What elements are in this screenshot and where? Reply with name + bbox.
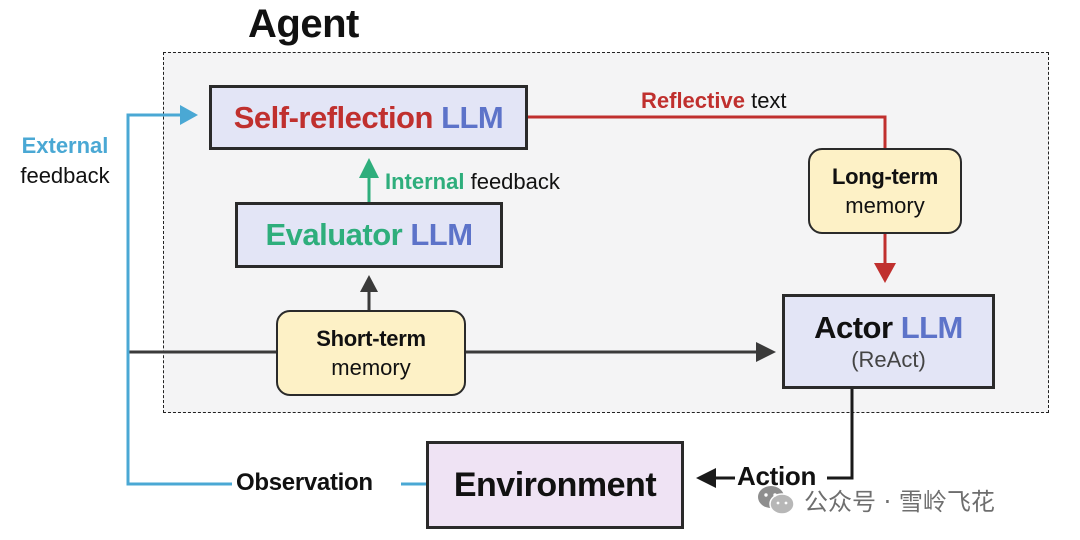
- memory-to-actor-arrowhead: [756, 342, 776, 362]
- evaluator-llm-label: LLM: [410, 217, 473, 252]
- external-rest: feedback: [20, 163, 110, 188]
- external-feedback-line: [126, 113, 232, 486]
- long-term-memory-title: Long-term: [831, 164, 939, 189]
- internal-feedback-label: Internal feedback: [385, 169, 560, 195]
- self-reflection-llm-box: Self-reflection LLM: [209, 85, 528, 150]
- actor-label: Actor: [814, 309, 893, 345]
- short-term-memory-sub: memory: [331, 355, 411, 380]
- external-highlight: External: [21, 133, 109, 158]
- environment-box: Environment: [426, 441, 684, 529]
- external-feedback-label: External feedback: [10, 131, 120, 191]
- evaluator-label: Evaluator: [265, 217, 403, 252]
- short-term-memory-title: Short-term: [316, 326, 426, 351]
- action-line: [827, 389, 854, 480]
- agent-title: Agent: [248, 2, 359, 46]
- internal-rest: feedback: [470, 169, 560, 194]
- environment-label: Environment: [453, 465, 657, 504]
- internal-feedback-arrowhead: [359, 158, 379, 178]
- self-reflection-label: Self-reflection: [233, 99, 434, 135]
- evaluator-llm-box: Evaluator LLM: [235, 202, 503, 268]
- watermark: 公众号 · 雪岭飞花: [756, 482, 995, 517]
- reflective-text-label: Reflective text: [641, 88, 787, 114]
- short-term-memory-box: Short-term memory: [276, 310, 466, 396]
- actor-llm-label: LLM: [900, 309, 964, 345]
- actor-llm-box: Actor LLM (ReAct): [782, 294, 995, 389]
- reflective-text-line: [528, 115, 887, 148]
- action-label: Action: [737, 461, 817, 491]
- observation-label: Observation: [236, 469, 373, 496]
- action-arrowhead: [696, 468, 716, 488]
- watermark-text: 公众号 · 雪岭飞花: [804, 488, 995, 516]
- reflective-highlight: Reflective: [641, 88, 745, 113]
- self-reflection-llm-label: LLM: [441, 99, 504, 135]
- memory-to-evaluator-arrowhead: [360, 275, 378, 292]
- long-term-memory-box: Long-term memory: [808, 148, 962, 234]
- long-term-memory-sub: memory: [845, 193, 925, 218]
- wechat-icon: [758, 485, 795, 515]
- longterm-to-actor-arrowhead: [874, 263, 896, 283]
- reflective-rest: text: [751, 88, 787, 113]
- internal-highlight: Internal: [385, 169, 465, 194]
- external-feedback-arrowhead: [180, 105, 198, 125]
- actor-react-label: (ReAct): [851, 346, 926, 372]
